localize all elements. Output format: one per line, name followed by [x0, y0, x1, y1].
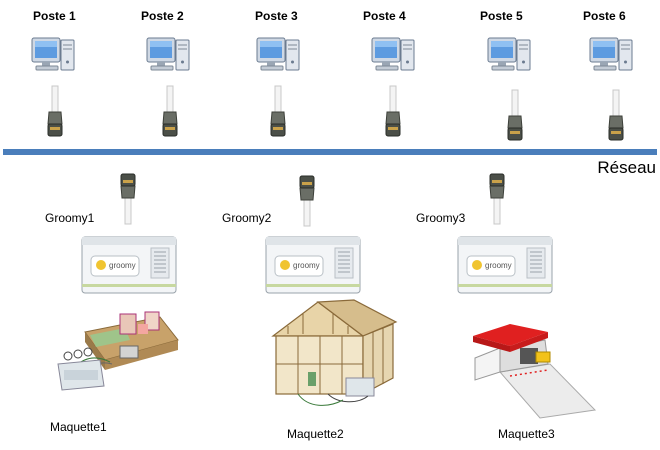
- model-board-image: [57, 311, 179, 391]
- computer-icon: [31, 37, 75, 71]
- computer-icon: [371, 37, 415, 71]
- ethernet-plug-icon: [47, 85, 63, 137]
- station-label-5: Poste 5: [480, 9, 523, 23]
- svg-text:groomy: groomy: [109, 261, 136, 270]
- groomy-controller: groomy: [265, 236, 361, 294]
- computer-icon: [146, 37, 190, 71]
- model-label-3: Maquette3: [498, 427, 555, 441]
- svg-text:groomy: groomy: [293, 261, 320, 270]
- model-label-1: Maquette1: [50, 420, 107, 434]
- network-label: Réseau: [597, 158, 656, 177]
- ethernet-plug-icon: [489, 173, 505, 225]
- ethernet-plug-icon: [120, 173, 136, 225]
- ethernet-plug-icon: [270, 85, 286, 137]
- station-label-1: Poste 1: [33, 9, 76, 23]
- ethernet-plug-icon: [608, 89, 624, 141]
- groomy-controller: groomy: [457, 236, 553, 294]
- groomy-controller: groomy: [81, 236, 177, 294]
- controller-label-2: Groomy2: [222, 211, 272, 225]
- station-label-2: Poste 2: [141, 9, 184, 23]
- computer-icon: [487, 37, 531, 71]
- station-label-6: Poste 6: [583, 9, 626, 23]
- model-house-image: [271, 299, 398, 406]
- controller-label-1: Groomy1: [45, 211, 95, 225]
- ethernet-plug-icon: [299, 175, 315, 227]
- computer-icon: [256, 37, 300, 71]
- ethernet-plug-icon: [507, 89, 523, 141]
- controller-label-3: Groomy3: [416, 211, 466, 225]
- network-bar: [3, 149, 657, 155]
- model-shed-image: [473, 324, 597, 419]
- station-label-3: Poste 3: [255, 9, 298, 23]
- ethernet-plug-icon: [162, 85, 178, 137]
- station-label-4: Poste 4: [363, 9, 406, 23]
- svg-text:groomy: groomy: [485, 261, 512, 270]
- model-label-2: Maquette2: [287, 427, 344, 441]
- ethernet-plug-icon: [385, 85, 401, 137]
- computer-icon: [589, 37, 633, 71]
